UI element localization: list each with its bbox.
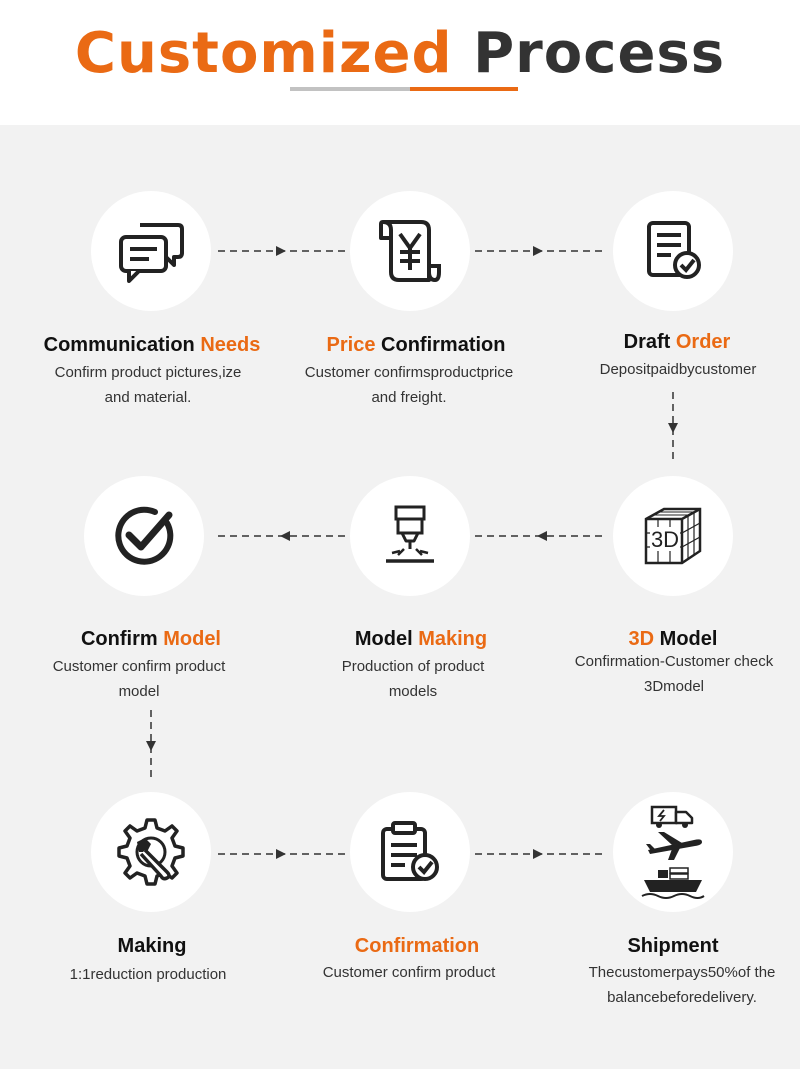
- step-title-communication: Communication Needs: [12, 333, 292, 357]
- arrow-down-6-7: [146, 710, 156, 782]
- step-title-model-making: Model Making: [281, 627, 561, 651]
- title-part-2: Process: [473, 21, 726, 86]
- step-circle-confirmation: [350, 792, 470, 912]
- step-title-dark: Shipment: [627, 935, 719, 957]
- desc-line-2: and freight.: [371, 389, 447, 406]
- airplane-icon: [646, 832, 702, 860]
- step-desc-shipment: Thecustomerpays50%of the balancebeforede…: [552, 960, 800, 1010]
- desc-line-1: Thecustomerpays50%of the: [588, 964, 776, 981]
- yen-receipt-icon: [379, 220, 441, 283]
- step-title-dark: Draft: [623, 331, 671, 353]
- step-title-confirmation: Confirmation: [277, 934, 557, 958]
- circle-check-icon: [115, 506, 174, 565]
- ship-icon: [641, 867, 705, 899]
- step-title-3d-model: 3D Model: [533, 627, 800, 651]
- step-title-dark: Confirm: [80, 628, 158, 650]
- title-underline-gray: [290, 87, 410, 91]
- desc-line-1: Production of product: [341, 658, 485, 675]
- cnc-machine-icon: [386, 505, 434, 563]
- truck-icon: [650, 805, 694, 828]
- arrow-left-4-5: [475, 531, 605, 541]
- step-desc-making: 1:1reduction production: [18, 962, 278, 987]
- desc-line-2: balancebeforedelivery.: [607, 989, 757, 1006]
- step-circle-3d-model: 3D: [613, 476, 733, 596]
- step-title-accent: Making: [418, 628, 488, 650]
- desc-line-1: Depositpaidbycustomer: [599, 361, 757, 378]
- truck-plane-ship-icon: [641, 805, 705, 899]
- step-title-making: Making: [12, 934, 292, 958]
- desc-line-1: Customer confirm product: [322, 964, 496, 981]
- step-title-accent: Price: [326, 334, 376, 356]
- desc-line-2: model: [118, 683, 160, 700]
- step-desc-3d-model: Confirmation-Customer check 3Dmodel: [544, 649, 800, 699]
- arrow-right-8-9: [475, 849, 605, 859]
- step-title-accent: Needs: [200, 334, 261, 356]
- desc-line-2: 3Dmodel: [643, 678, 705, 695]
- page-title: Customized Process: [0, 22, 800, 86]
- step-title-dark: Confirmation: [381, 334, 506, 356]
- step-title-price: Price Confirmation: [276, 333, 556, 357]
- step-circle-model-making: [350, 476, 470, 596]
- step-desc-price: Customer confirmsproductprice and freigh…: [279, 360, 539, 410]
- step-circle-communication: [91, 191, 211, 311]
- desc-line-1: Confirm product pictures,ize: [54, 364, 242, 381]
- step-circle-shipment: [613, 792, 733, 912]
- step-title-accent: Confirmation: [354, 935, 480, 957]
- title-part-1: Customized: [74, 21, 453, 86]
- desc-line-2: models: [388, 683, 438, 700]
- step-title-dark: Communication: [43, 334, 195, 356]
- step-circle-price: [350, 191, 470, 311]
- clipboard-check-icon: [381, 821, 439, 881]
- step-title-dark: Making: [117, 935, 187, 957]
- desc-line-1: Customer confirm product: [52, 658, 226, 675]
- desc-line-1: 1:1reduction production: [69, 966, 227, 983]
- step-title-confirm-model: Confirm Model: [11, 627, 291, 651]
- gear-wrench-icon: [117, 818, 185, 886]
- document-check-icon: [647, 221, 701, 279]
- step-desc-confirm-model: Customer confirm product model: [9, 654, 269, 704]
- step-title-accent: 3D: [628, 628, 655, 650]
- arrow-right-7-8: [218, 849, 348, 859]
- desc-line-2: and material.: [104, 389, 192, 406]
- step-desc-communication: Confirm product pictures,ize and materia…: [18, 360, 278, 410]
- step-circle-draft-order: [613, 191, 733, 311]
- desc-line-1: Confirmation-Customer check: [574, 653, 774, 670]
- title-underline-orange: [410, 87, 518, 91]
- arrow-right-1-2: [218, 246, 348, 256]
- step-circle-confirm-model: [84, 476, 204, 596]
- desc-line-1: Customer confirmsproductprice: [304, 364, 514, 381]
- step-title-draft-order: Draft Order: [537, 330, 800, 354]
- arrow-left-5-6: [218, 531, 348, 541]
- arrow-right-2-3: [475, 246, 605, 256]
- 3d-label: 3D: [651, 527, 679, 552]
- step-title-shipment: Shipment: [533, 934, 800, 958]
- step-circle-making: [91, 792, 211, 912]
- step-title-accent: Order: [675, 331, 731, 353]
- step-desc-confirmation: Customer confirm product: [279, 960, 539, 985]
- step-title-dark: Model: [354, 628, 413, 650]
- chat-bubbles-icon: [119, 223, 184, 283]
- step-desc-draft-order: Depositpaidbycustomer: [548, 357, 800, 382]
- 3d-cube-icon: 3D: [644, 507, 702, 565]
- step-desc-model-making: Production of product models: [283, 654, 543, 704]
- header: Customized Process: [0, 0, 800, 120]
- step-title-accent: Model: [163, 628, 221, 650]
- arrow-down-3-4: [668, 392, 678, 464]
- step-title-dark: Model: [659, 628, 718, 650]
